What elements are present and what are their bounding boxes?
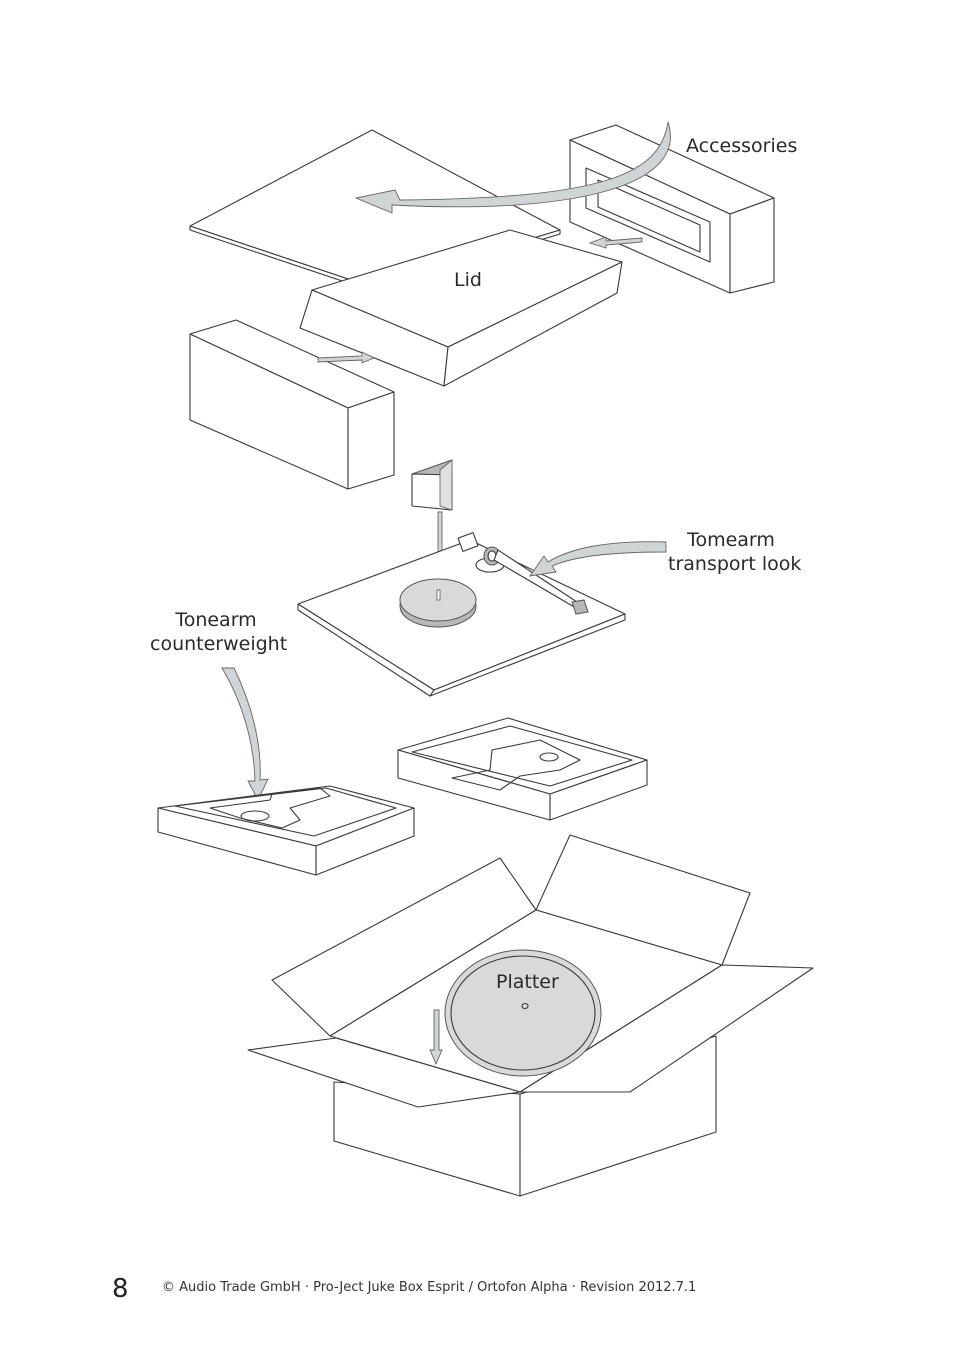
foam-insert-arrow [317,351,376,364]
platter-arrow [429,1009,443,1066]
accessories-box [569,124,775,294]
accessories-arrow [354,121,671,214]
label-counterweight-line1: Tonearm [175,609,257,631]
label-tonearm-transport-lock: Tomearm transport look [668,528,802,576]
footer-text: © Audio Trade GmbH · Pro-Ject Juke Box E… [162,1280,697,1295]
tonearm [457,532,589,615]
foam-block-left [189,319,395,490]
sub-platter [399,578,477,628]
counterweight-arrow [221,667,269,802]
foam-tray-left [157,785,415,876]
label-platter: Platter [496,971,559,993]
shipping-box [247,834,814,1197]
lid-block [299,229,623,387]
label-tonearm-counterweight: Tonearm counterweight [150,608,288,656]
small-foam-piece [411,459,453,511]
accessories-insert-arrow [588,236,643,249]
label-counterweight-line2: counterweight [150,633,288,655]
page-number: 8 [112,1274,129,1304]
label-lid: Lid [454,269,482,291]
label-tonearm-transport-line2: transport look [668,553,802,575]
transport-lock-arrow [529,541,667,577]
foam-tray-right [397,717,648,821]
label-accessories: Accessories [686,135,798,157]
label-tonearm-transport-line1: Tomearm [687,529,775,551]
